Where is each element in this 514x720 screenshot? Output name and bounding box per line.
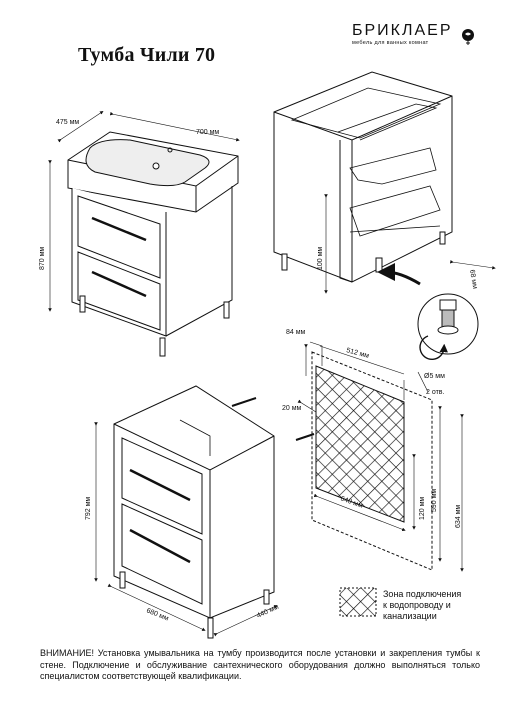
brand-tagline: мебель для ванных комнат [352, 40, 429, 46]
brand-name: БРИКЛАЕР [352, 22, 453, 39]
dim-width-top: 700 мм [196, 129, 219, 136]
dim-side-offset: 68 мм [468, 269, 478, 289]
dim-panel-width: 512 мм [345, 347, 369, 360]
back-panel [297, 341, 464, 572]
dim-screw-20: 20 мм [282, 405, 302, 412]
dim-cabinet-depth: 440 мм [256, 604, 280, 620]
legend-swatch [339, 587, 377, 617]
dim-panel-120: 120 мм [419, 497, 426, 520]
dim-depth-top: 475 мм [56, 119, 79, 126]
dim-leg-height: 100 мм [317, 247, 324, 270]
legend-line-3: канализации [383, 611, 437, 621]
brand-logo: БРИКЛАЕР мебель для ванных комнат [352, 22, 492, 46]
dim-rear-84: 84 мм [286, 329, 306, 336]
open-carcass [273, 71, 496, 294]
warning-notice: ВНИМАНИЕ! Установка умывальника на тумбу… [40, 648, 480, 681]
dim-cabinet-width: 680 мм [145, 607, 169, 622]
leg-adjust-detail [417, 293, 479, 360]
cabinet-with-basin [48, 111, 240, 357]
dim-hole-diameter: Ø5 мм [424, 373, 445, 380]
dim-cabinet-height: 792 мм [85, 497, 92, 520]
rose-icon [462, 29, 474, 45]
dim-hole-count: 2 отв. [426, 389, 445, 396]
page-title: Тумба Чили 70 [78, 44, 216, 66]
dim-height-total: 870 мм [39, 247, 46, 270]
legend-line-2: к водопроводу и [383, 600, 451, 610]
legend-line-1: Зона подключения [383, 589, 462, 599]
legend: Зона подключения к водопроводу и канализ… [383, 589, 503, 622]
dim-panel-590: 590 мм [431, 489, 438, 512]
dim-panel-634: 634 мм [455, 505, 462, 528]
cabinet-bottom [94, 385, 315, 639]
